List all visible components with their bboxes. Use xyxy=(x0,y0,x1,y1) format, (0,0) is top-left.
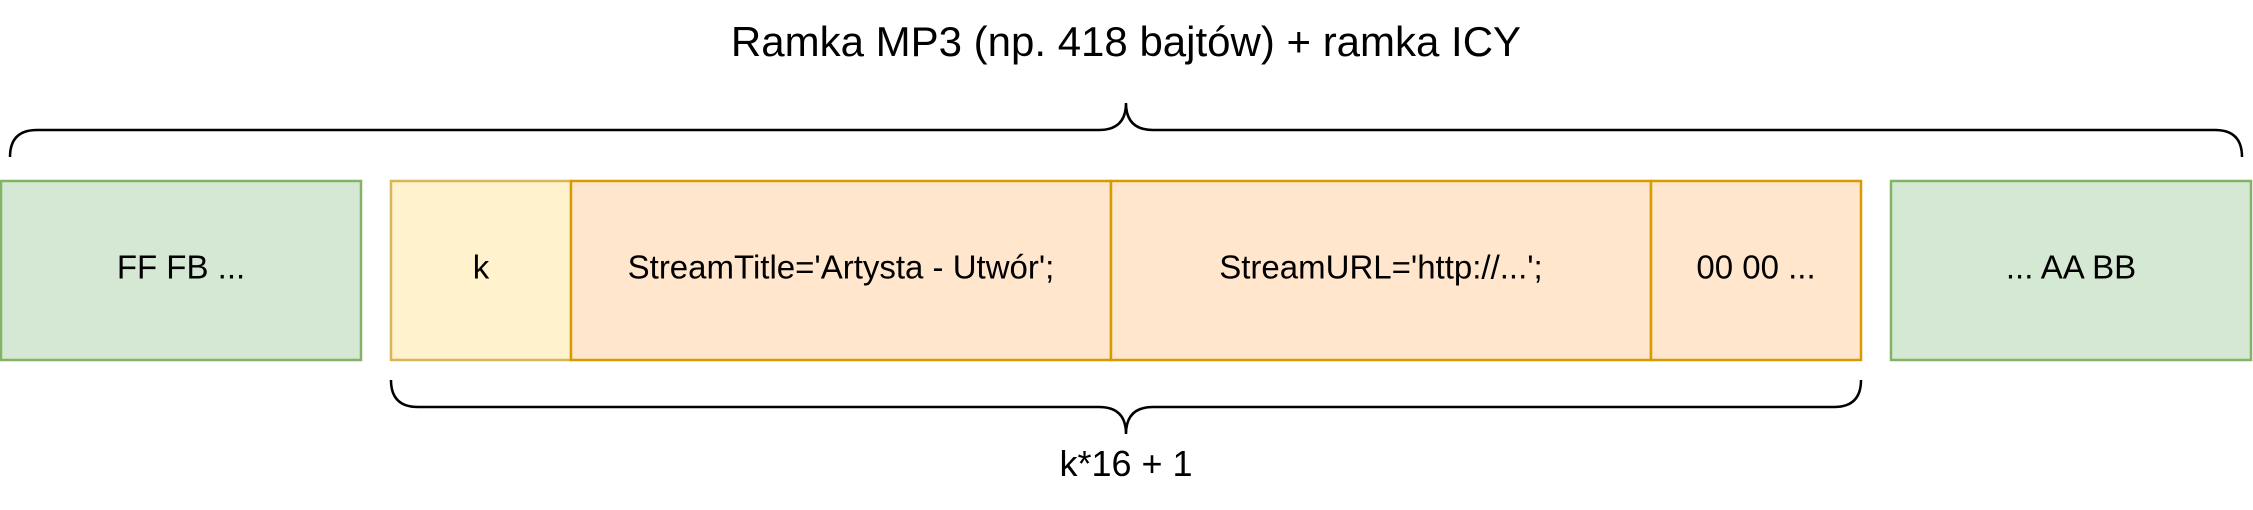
padding-label: 00 00 ... xyxy=(1696,249,1815,286)
diagram-title: Ramka MP3 (np. 418 bajtów) + ramka ICY xyxy=(731,18,1521,65)
metadata-length-formula: k*16 + 1 xyxy=(1059,443,1192,484)
stream-title-label: StreamTitle='Artysta - Utwór'; xyxy=(628,249,1055,286)
stream-url-rect xyxy=(1109,179,1653,362)
stream-title-rect xyxy=(569,179,1113,362)
top-brace xyxy=(8,102,2244,158)
stream-url-label: StreamURL='http://...'; xyxy=(1219,249,1542,286)
stream-title-box: StreamTitle='Artysta - Utwór'; xyxy=(569,179,1113,362)
mp3-data-start-rect xyxy=(0,179,363,362)
stream-url-box: StreamURL='http://...'; xyxy=(1109,179,1653,362)
length-byte-rect xyxy=(389,179,573,362)
mp3-data-end-rect xyxy=(1889,179,2253,362)
mp3-data-start-label: FF FB ... xyxy=(117,249,245,286)
mp3-data-end-box: ... AA BB xyxy=(1889,179,2253,362)
mp3-data-end-label: ... AA BB xyxy=(2006,249,2136,286)
bottom-brace xyxy=(389,379,1863,435)
padding-rect xyxy=(1649,179,1863,362)
mp3-data-start-box: FF FB ... xyxy=(0,179,363,362)
length-byte-label: k xyxy=(473,249,490,286)
padding-box: 00 00 ... xyxy=(1649,179,1863,362)
length-byte-box: k xyxy=(389,179,573,362)
